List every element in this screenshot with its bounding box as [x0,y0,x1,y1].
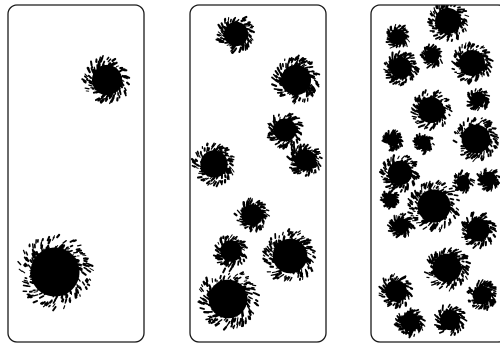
panel-2 [190,5,326,342]
panel-3 [371,3,500,343]
panel-1 [8,5,144,342]
panels [8,3,500,343]
